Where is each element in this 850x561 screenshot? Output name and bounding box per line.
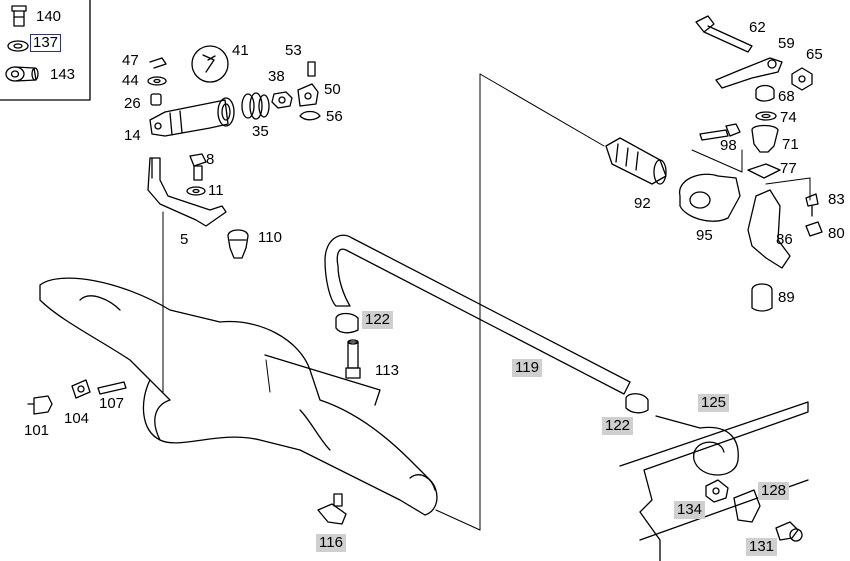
- pin-113-part: [345, 339, 361, 379]
- washer-11-part: [186, 186, 206, 196]
- banjo-fitting-icon: [5, 66, 39, 82]
- housing-95-part: [679, 173, 741, 222]
- callout-53[interactable]: 53: [285, 42, 302, 59]
- gasket-77-part: [747, 163, 781, 179]
- bracket-5-part: [147, 157, 227, 227]
- callout-47[interactable]: 47: [122, 52, 139, 69]
- fork-86-part: [747, 189, 791, 269]
- bracket-50-part: [297, 61, 319, 107]
- bearing-71-part: [751, 124, 779, 153]
- callout-5[interactable]: 5: [180, 231, 189, 248]
- callout-14[interactable]: 14: [124, 127, 141, 144]
- nut-65-part: [791, 67, 813, 91]
- callout-44[interactable]: 44: [122, 72, 139, 89]
- callout-77[interactable]: 77: [780, 160, 797, 177]
- callout-101[interactable]: 101: [24, 422, 50, 439]
- screw-107-part: [97, 381, 127, 395]
- legend-box: [0, 0, 91, 101]
- screw-131-part: [775, 521, 803, 542]
- legend-item-137-selected[interactable]: 137: [30, 34, 62, 52]
- callout-125[interactable]: 125: [698, 394, 730, 412]
- callout-116[interactable]: 116: [316, 534, 346, 552]
- wrench-tool-part: [191, 45, 229, 83]
- callout-113[interactable]: 113: [375, 362, 399, 379]
- washer-74-part: [755, 111, 777, 121]
- callout-122-lower[interactable]: 122: [602, 417, 634, 435]
- clip-122a-part: [335, 312, 359, 334]
- clip-122b-part: [625, 393, 649, 414]
- plate-104-part: [71, 379, 91, 399]
- callout-80[interactable]: 80: [828, 225, 845, 242]
- nut-134-part: [705, 479, 729, 503]
- callout-86[interactable]: 86: [776, 231, 793, 248]
- bolt-83-part: [805, 193, 819, 217]
- bolt-98-part: [699, 123, 741, 141]
- callout-50[interactable]: 50: [324, 81, 341, 98]
- callout-11[interactable]: 11: [208, 182, 224, 199]
- callout-128[interactable]: 128: [758, 482, 790, 500]
- callout-131[interactable]: 131: [746, 538, 778, 556]
- axle-housing-part: [39, 277, 438, 516]
- callout-8[interactable]: 8: [206, 151, 215, 168]
- callout-92[interactable]: 92: [634, 195, 651, 212]
- callout-89[interactable]: 89: [778, 289, 795, 306]
- cap-110-part: [227, 229, 249, 259]
- callout-56[interactable]: 56: [326, 108, 343, 125]
- lever-59-part: [715, 57, 783, 89]
- nut-38-part: [271, 91, 293, 109]
- washer-parts: [147, 57, 167, 106]
- callout-38[interactable]: 38: [268, 68, 285, 85]
- callout-110[interactable]: 110: [258, 229, 282, 246]
- callout-35[interactable]: 35: [252, 123, 269, 140]
- sensor-101-part: [27, 395, 53, 415]
- spring-125-part: [655, 415, 739, 476]
- callout-65[interactable]: 65: [806, 46, 823, 63]
- callout-74[interactable]: 74: [780, 109, 797, 126]
- leader-lines: [162, 73, 811, 531]
- callout-134[interactable]: 134: [674, 501, 706, 519]
- bolt-62-part: [695, 15, 753, 53]
- callout-95[interactable]: 95: [696, 227, 713, 244]
- callout-104[interactable]: 104: [64, 410, 90, 427]
- callout-122-upper[interactable]: 122: [362, 311, 394, 329]
- legend-item-143[interactable]: 143: [50, 66, 76, 83]
- bracket-128-part: [733, 489, 761, 523]
- callout-119[interactable]: 119: [512, 359, 542, 377]
- legend-item-140[interactable]: 140: [36, 8, 62, 25]
- bushing-89-part: [751, 283, 773, 312]
- callout-107[interactable]: 107: [99, 395, 125, 412]
- callout-26[interactable]: 26: [124, 95, 141, 112]
- bushing-68-part: [755, 84, 775, 102]
- shift-housing-part: [149, 97, 235, 137]
- callout-98[interactable]: 98: [720, 137, 737, 154]
- callout-62[interactable]: 62: [749, 19, 766, 36]
- clip-56-part: [299, 110, 321, 121]
- seal-ring-icon: [7, 40, 29, 52]
- callout-71[interactable]: 71: [782, 136, 799, 153]
- banjo-bolt-icon: [11, 5, 27, 27]
- shift-rod-119: [324, 234, 631, 395]
- bolt-8-part: [189, 153, 207, 181]
- bellows-part: [241, 92, 270, 120]
- gear-92-part: [605, 137, 667, 185]
- callout-68[interactable]: 68: [778, 88, 795, 105]
- bolt-80-part: [805, 221, 823, 237]
- callout-59[interactable]: 59: [778, 35, 795, 52]
- callout-83[interactable]: 83: [828, 191, 845, 208]
- fitting-116-part: [317, 493, 347, 525]
- callout-41[interactable]: 41: [232, 42, 249, 59]
